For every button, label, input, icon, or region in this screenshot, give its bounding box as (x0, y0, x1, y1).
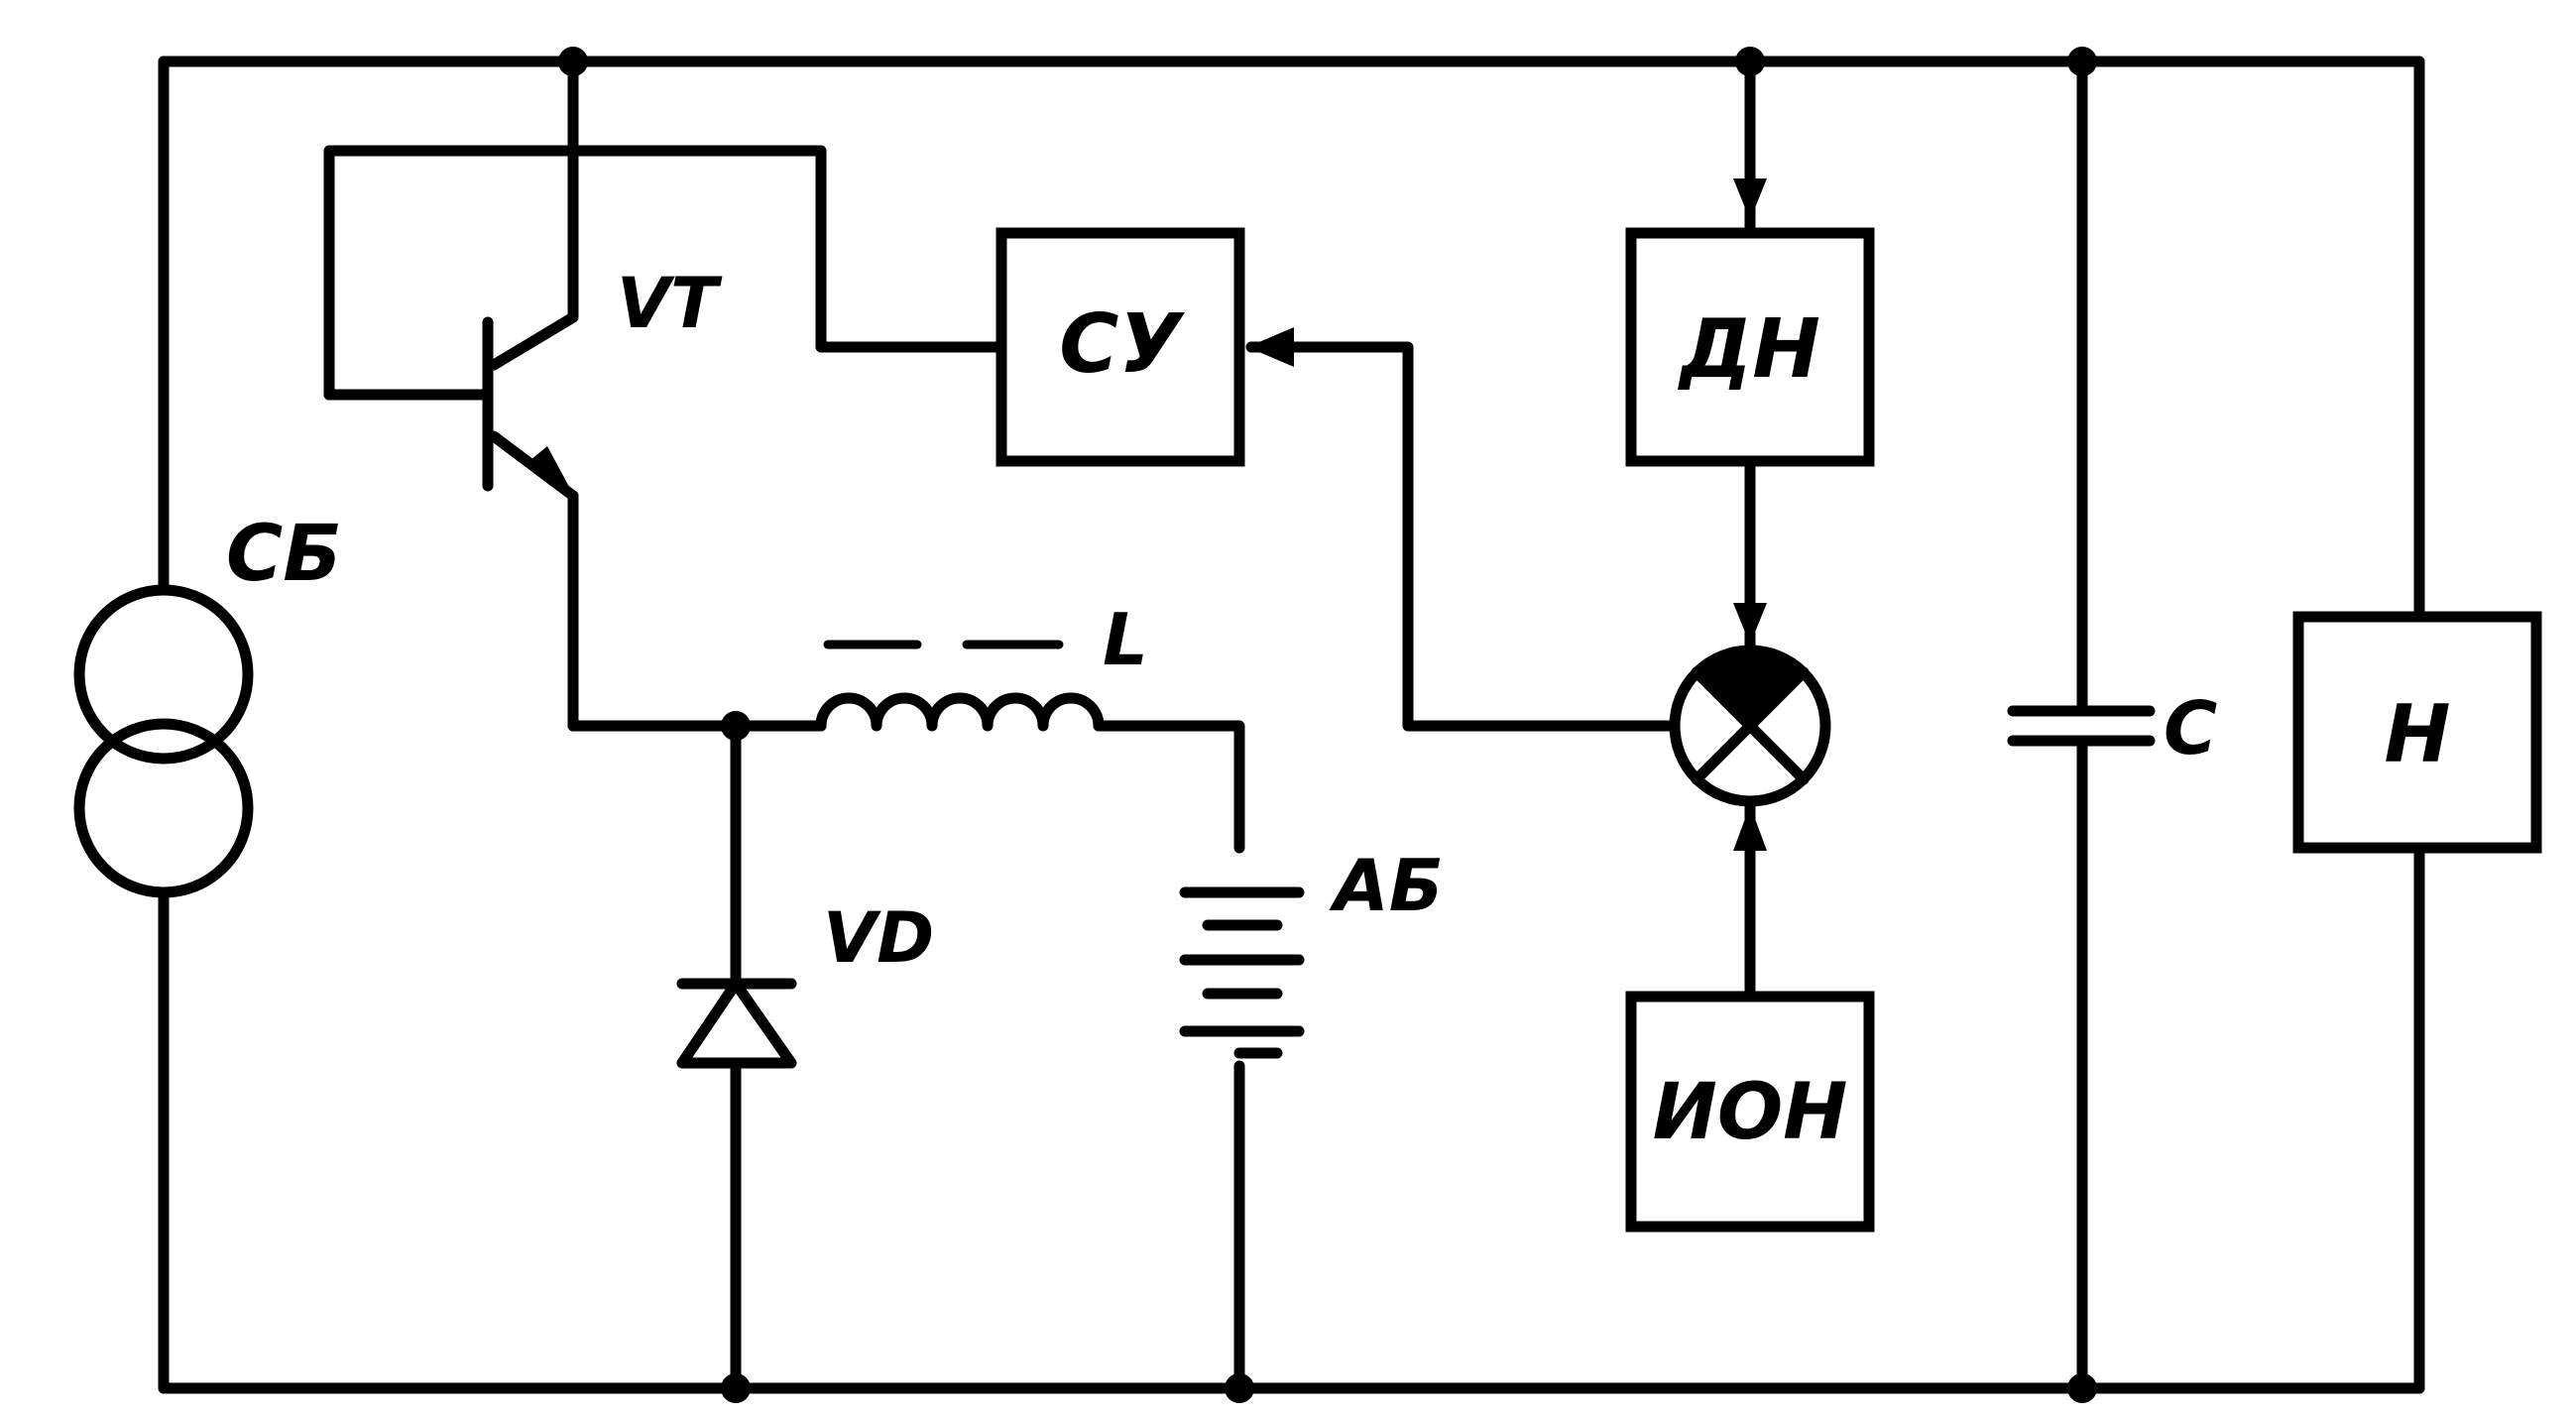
transistor-vt (323, 56, 1007, 732)
load-branch (2292, 56, 2542, 1394)
label-transistor: VT (617, 263, 723, 344)
label-reference-source: ИОН (1653, 1068, 1848, 1157)
label-voltage-sensor: ДН (1677, 302, 1820, 397)
inductor-l (567, 640, 1245, 854)
junction-dots (558, 47, 2097, 1403)
label-load: Н (2385, 688, 2451, 780)
voltage-sensor-branch (1625, 56, 1875, 660)
reference-source-branch (1625, 795, 1875, 1233)
label-control-unit: СУ (1059, 297, 1185, 392)
label-solar-battery: СБ (226, 510, 342, 599)
label-inductor: L (1103, 598, 1148, 681)
diode-vd (676, 720, 797, 1394)
label-storage-battery: АБ (1329, 844, 1444, 927)
control-unit-box (995, 227, 1245, 467)
label-capacitor: С (2164, 686, 2217, 771)
label-diode: VD (823, 897, 934, 979)
solar-battery (73, 56, 254, 1394)
storage-battery (1179, 886, 1305, 1394)
capacitor-c (2007, 56, 2156, 1394)
